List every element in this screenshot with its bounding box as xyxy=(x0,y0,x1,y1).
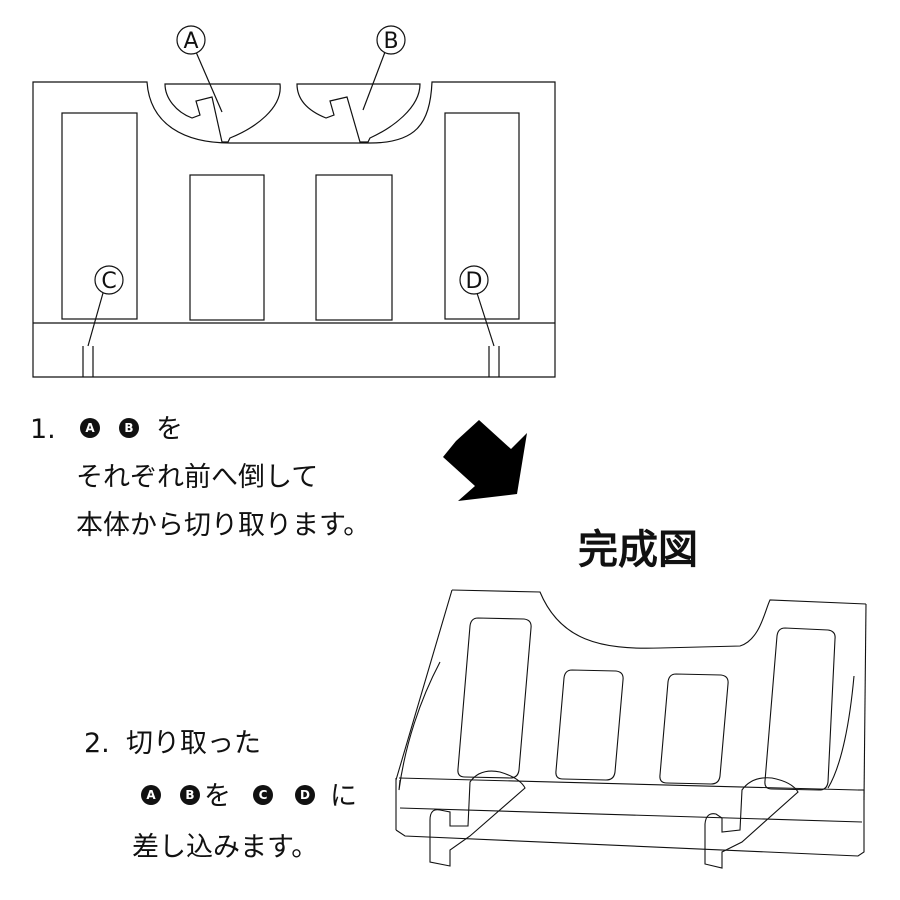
leader-d xyxy=(476,292,495,347)
tab-a-outline xyxy=(164,83,281,143)
callouts: A B C D xyxy=(94,25,489,295)
flat-slot-right xyxy=(444,112,520,320)
svg-text:B: B xyxy=(185,788,194,802)
callout-c: C xyxy=(94,265,124,295)
svg-text:B: B xyxy=(124,421,133,435)
svg-text:A: A xyxy=(146,788,156,802)
assembled-slot-left xyxy=(457,617,532,779)
assembled-back-top-edge xyxy=(451,589,867,649)
step2-badge-d: D xyxy=(295,785,315,805)
assembled-part-drawing xyxy=(395,589,867,869)
step1-instructions: 1. A B を それぞれ前へ倒して 本体から切り取ります。 xyxy=(30,414,370,541)
svg-text:D: D xyxy=(300,788,310,802)
assembled-stand-tab-right xyxy=(704,777,799,869)
flat-part-drawing xyxy=(32,51,556,378)
step2-line1: 切り取った xyxy=(126,728,261,759)
step2-particle-wo: を xyxy=(204,781,231,812)
step1-line3: 本体から切り取ります。 xyxy=(76,510,370,541)
down-right-arrow xyxy=(443,420,527,501)
assembled-slot-right xyxy=(764,627,836,791)
step2-number: 2. xyxy=(84,728,110,759)
step1-line2: それぞれ前へ倒して xyxy=(76,462,318,493)
leader-b xyxy=(362,51,386,111)
step2-badge-b: B xyxy=(180,785,200,805)
step2-line3: 差し込みます。 xyxy=(132,832,318,863)
assembled-back-left-edge xyxy=(395,589,453,781)
step1-particle: を xyxy=(156,414,183,445)
step1-number: 1. xyxy=(30,414,56,445)
leader-c xyxy=(87,292,104,347)
assembled-slot-inner-right xyxy=(659,673,729,785)
callout-c-label: C xyxy=(101,269,116,294)
callout-a: A xyxy=(176,25,206,55)
callout-d-label: D xyxy=(466,269,483,294)
flat-slot-inner-right xyxy=(315,174,393,321)
assembled-right-side-curve xyxy=(827,675,855,789)
flat-slot-inner-left xyxy=(189,174,265,321)
leader-a xyxy=(195,51,223,113)
assembled-base-front-edge xyxy=(395,790,865,857)
step2-particle-ni: に xyxy=(330,781,357,812)
callout-a-label: A xyxy=(183,29,198,54)
step1-badge-a: A xyxy=(80,418,100,438)
flat-part-outline xyxy=(32,81,556,378)
assembled-back-right-edge xyxy=(863,603,867,801)
completed-diagram-title: 完成図 xyxy=(578,527,698,573)
assembled-slot-inner-left xyxy=(555,669,624,781)
callout-b-label: B xyxy=(383,29,398,54)
assembled-base-top-back xyxy=(398,777,859,791)
step2-badge-a: A xyxy=(141,785,161,805)
assembled-left-side-curve xyxy=(398,661,441,791)
flat-slot-left xyxy=(61,112,138,320)
step2-instructions: 2. 切り取った A B を C D に 差し込みます。 xyxy=(84,728,357,863)
svg-text:C: C xyxy=(259,788,268,802)
assembled-stand-tab-left xyxy=(429,770,526,867)
callout-b: B xyxy=(376,25,406,55)
callout-d: D xyxy=(459,265,489,295)
svg-text:A: A xyxy=(85,421,95,435)
assembled-base-inner xyxy=(399,807,863,823)
step2-badge-c: C xyxy=(253,785,273,805)
step1-badge-b: B xyxy=(119,418,139,438)
tab-b-outline xyxy=(296,83,421,143)
